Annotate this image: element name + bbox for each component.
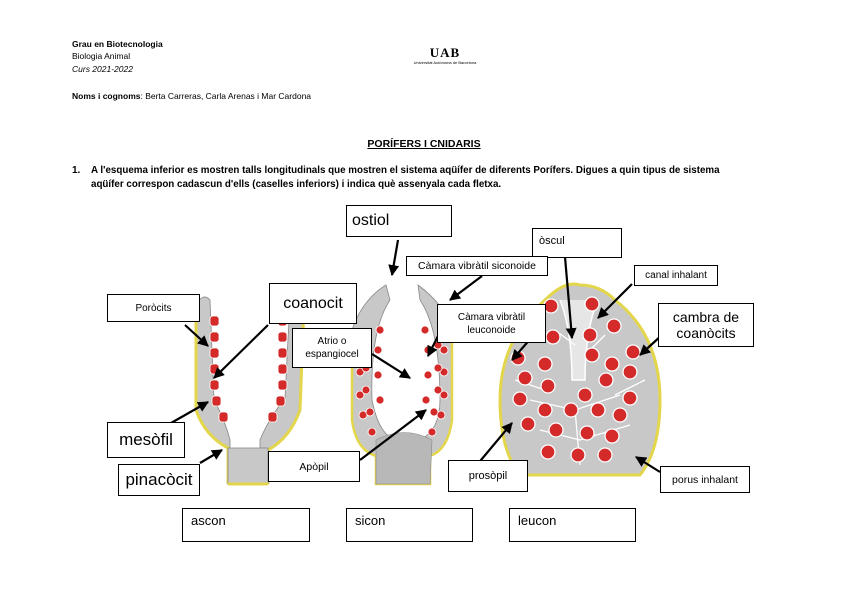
label-ostiol: ostiol xyxy=(346,205,452,237)
label-coanocit: coanocit xyxy=(269,283,357,324)
arrow-prosopil xyxy=(475,422,513,467)
label-camara-leuconoide: Càmara vibràtil leuconoide xyxy=(437,304,546,343)
question-line-2: aqüífer correspon cadascun d'ells (casel… xyxy=(91,179,502,190)
question-line-1: A l'esquema inferior es mostren talls lo… xyxy=(91,165,720,176)
arrow-porocits xyxy=(184,324,209,347)
label-porus-inhalant: porus inhalant xyxy=(660,466,750,493)
logo-university: Universitat Autònoma de Barcelona xyxy=(413,60,477,65)
label-cambra: cambra de coanòcits xyxy=(658,303,754,347)
label-porocits: Poròcits xyxy=(107,294,200,322)
arrow-pinacocit xyxy=(199,449,223,464)
student-names: Noms i cognoms: Berta Carreras, Carla Ar… xyxy=(72,90,311,102)
page-title: PORÍFERS I CNIDARIS xyxy=(367,138,481,150)
arrow-coanocit xyxy=(213,324,269,379)
label-camara-siconoide: Càmara vibràtil siconoide xyxy=(406,256,548,276)
label-mesofil: mesòfil xyxy=(107,422,185,458)
arrow-siconoide xyxy=(449,275,483,301)
subject-name: Biologia Animal xyxy=(72,51,131,61)
arrow-porus xyxy=(635,456,661,473)
course-year: Curs 2021-2022 xyxy=(72,64,133,74)
label-prosopil: prosòpil xyxy=(448,460,528,492)
ascon-sponge xyxy=(194,295,306,486)
uab-logo: UAB Universitat Autònoma de Barcelona xyxy=(395,46,495,66)
arrow-ostiol xyxy=(388,239,400,277)
answer-box-ascon[interactable]: ascon xyxy=(182,508,310,542)
label-canal-inhalant: canal inhalant xyxy=(634,265,718,286)
arrow-apopil xyxy=(359,409,427,461)
label-pinacocit: pinacòcit xyxy=(118,464,200,496)
logo-mark: UAB xyxy=(429,45,461,60)
names-label: Noms i cognoms xyxy=(72,91,141,101)
arrow-canal xyxy=(597,283,633,319)
arrow-atrio xyxy=(371,353,411,379)
arrows xyxy=(163,239,663,473)
arrow-osculo xyxy=(563,256,577,340)
degree-name: Grau en Biotecnologia xyxy=(72,39,163,49)
answer-box-sicon[interactable]: sicon xyxy=(346,508,473,542)
names-value: : Berta Carreras, Carla Arenas i Mar Car… xyxy=(140,91,312,101)
label-atrio: Atrio o espangiocel xyxy=(292,328,372,368)
label-osculo: òscul xyxy=(532,228,622,258)
label-apopil: Apòpil xyxy=(268,451,360,482)
answer-box-leucon[interactable]: leucon xyxy=(509,508,636,542)
question-number: 1. xyxy=(72,165,81,176)
